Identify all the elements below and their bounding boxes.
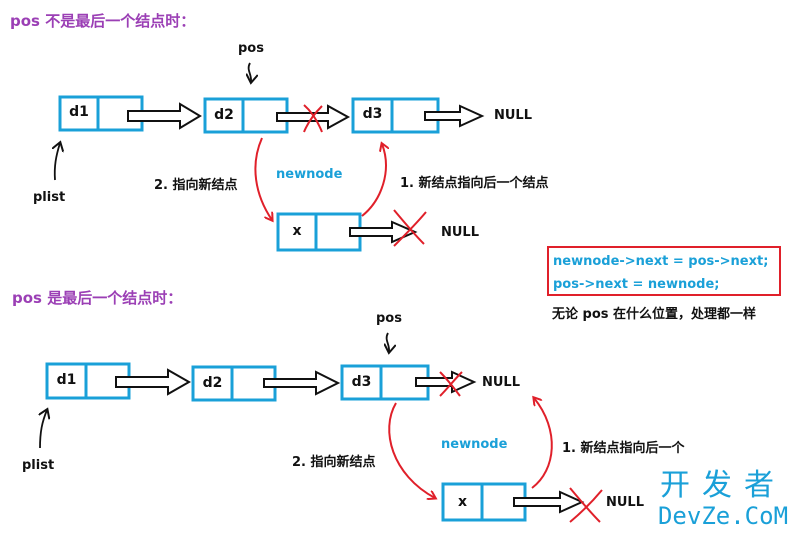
top-plist-arrow [55, 143, 60, 181]
code-line-2: pos->next = newnode; [553, 277, 720, 292]
top-red-arrow-step1 [361, 144, 386, 217]
top-newnode-label: newnode [276, 167, 343, 182]
bottom-newnode-label: newnode [441, 437, 508, 452]
top-new-null-label: NULL [441, 225, 480, 240]
bottom-step2-label: 2. 指向新结点 [292, 455, 376, 470]
code-line-1: newnode->next = pos->next; [553, 254, 769, 269]
bottom-new-null-label: NULL [606, 495, 645, 510]
top-red-arrow-step2 [254, 137, 272, 220]
top-node-d1-label: d1 [69, 104, 89, 120]
bottom-plist-arrow [40, 410, 47, 449]
top-step2-label: 2. 指向新结点 [154, 178, 238, 193]
bottom-pos-label: pos [376, 311, 402, 326]
bottom-cross-new-null [569, 487, 603, 523]
bottom-arrow-d1-d2 [115, 368, 192, 396]
bottom-node-d2-label: d2 [202, 375, 223, 391]
top-node-d2-label: d2 [214, 107, 234, 123]
note-text: 无论 pos 在什么位置，处理都一样 [552, 307, 757, 322]
top-pos-arrow [249, 62, 252, 82]
bottom-red-arrow-step1 [531, 398, 553, 489]
top-node-d3-label: d3 [362, 106, 383, 122]
top-arrow-d3-null [424, 104, 485, 128]
bottom-node-d3-label: d3 [351, 374, 372, 390]
bottom-node-d1-label: d1 [56, 372, 77, 388]
bottom-plist-label: plist [22, 458, 55, 473]
watermark-logo: 开发者 DevZe.CoM [648, 468, 798, 531]
watermark-line-1: 开发者 [660, 468, 786, 503]
top-step1-label: 1. 新结点指向后一个结点 [400, 176, 549, 191]
bottom-null-label: NULL [482, 375, 521, 390]
bottom-pos-arrow [387, 332, 390, 352]
watermark-line-2: DevZe.CoM [657, 502, 789, 530]
bottom-step1-label: 1. 新结点指向后一个 [562, 441, 685, 456]
top-new-value: x [292, 223, 302, 239]
top-cross-d2-d3 [303, 104, 323, 133]
top-null-label: NULL [494, 108, 533, 123]
bottom-arrow-new-null [513, 490, 585, 514]
top-cross-new-null [393, 209, 427, 247]
top-arrow-d1-d2 [127, 102, 202, 130]
top-pos-label: pos [238, 41, 264, 56]
bottom-arrow-d3-null [415, 370, 477, 394]
code-box: newnode->next = pos->next; pos->next = n… [547, 246, 781, 296]
bottom-red-arrow-step2 [388, 402, 435, 498]
bottom-title: pos 是最后一个结点时： [12, 289, 183, 307]
bottom-new-value: x [457, 494, 468, 510]
top-title: pos 不是最后一个结点时： [10, 12, 196, 30]
bottom-arrow-d2-d3 [263, 370, 341, 396]
bottom-cross-d3-null [439, 371, 463, 397]
top-plist-label: plist [33, 190, 66, 205]
